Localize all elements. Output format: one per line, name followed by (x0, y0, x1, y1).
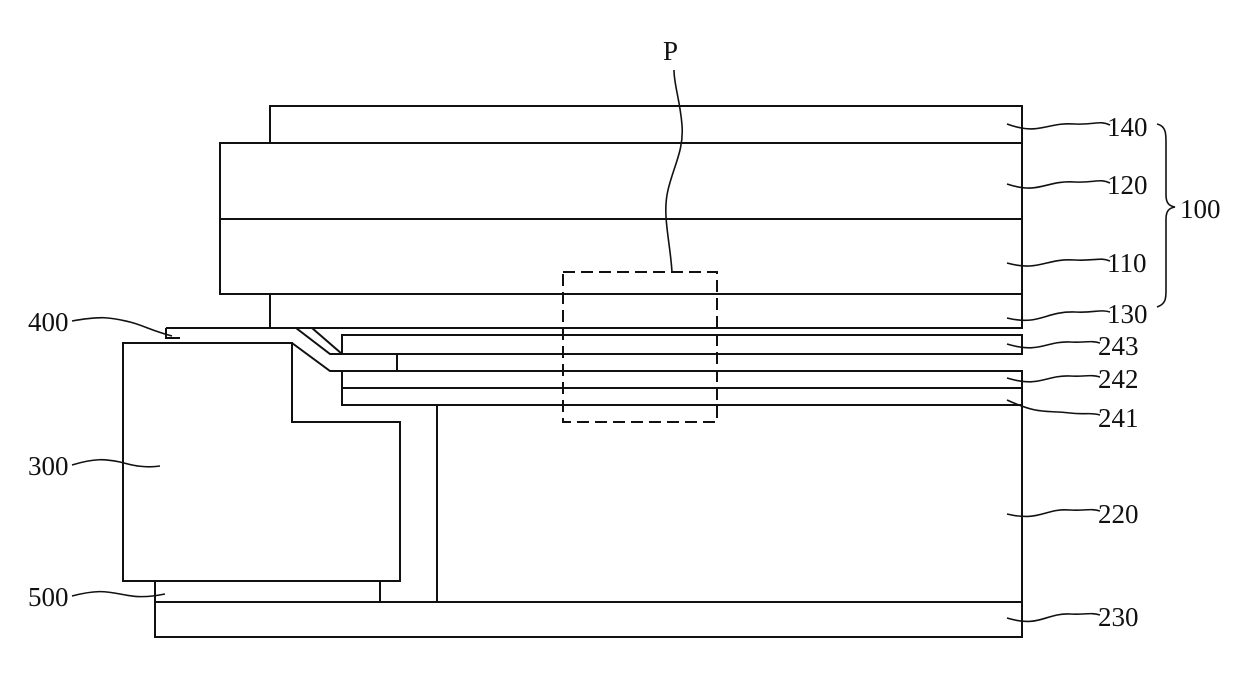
leader-300 (72, 460, 160, 467)
label-p: P (663, 36, 678, 66)
label-230: 230 (1098, 602, 1139, 632)
label-120: 120 (1107, 170, 1148, 200)
element-300 (123, 343, 400, 581)
label-300: 300 (28, 451, 69, 481)
label-220: 220 (1098, 499, 1139, 529)
leader-241 (1007, 400, 1100, 415)
element-500 (155, 581, 380, 602)
label-243: 243 (1098, 331, 1139, 361)
label-242: 242 (1098, 364, 1139, 394)
label-110: 110 (1107, 248, 1147, 278)
layer-242 (342, 371, 1022, 388)
label-140: 140 (1107, 112, 1148, 142)
layer-120 (220, 143, 1022, 219)
label-400: 400 (28, 307, 69, 337)
layer-230 (155, 602, 1022, 637)
label-241: 241 (1098, 403, 1139, 433)
layer-110 (220, 219, 1022, 294)
layer-220 (437, 405, 1022, 602)
layer-130 (270, 294, 1022, 328)
leader-230 (1007, 614, 1100, 622)
leader-400 (72, 318, 172, 336)
layer-243 (342, 335, 1022, 354)
region-p-leader (666, 70, 682, 272)
leader-220 (1007, 510, 1100, 517)
leader-500 (72, 592, 165, 597)
label-500: 500 (28, 582, 69, 612)
element-400-lower (166, 328, 180, 338)
layer-140 (270, 106, 1022, 143)
label-100: 100 (1180, 194, 1221, 224)
brace-100 (1157, 124, 1175, 307)
leader-242 (1007, 376, 1100, 382)
layer-241 (342, 388, 1022, 405)
label-130: 130 (1107, 299, 1148, 329)
leader-243 (1007, 342, 1100, 348)
